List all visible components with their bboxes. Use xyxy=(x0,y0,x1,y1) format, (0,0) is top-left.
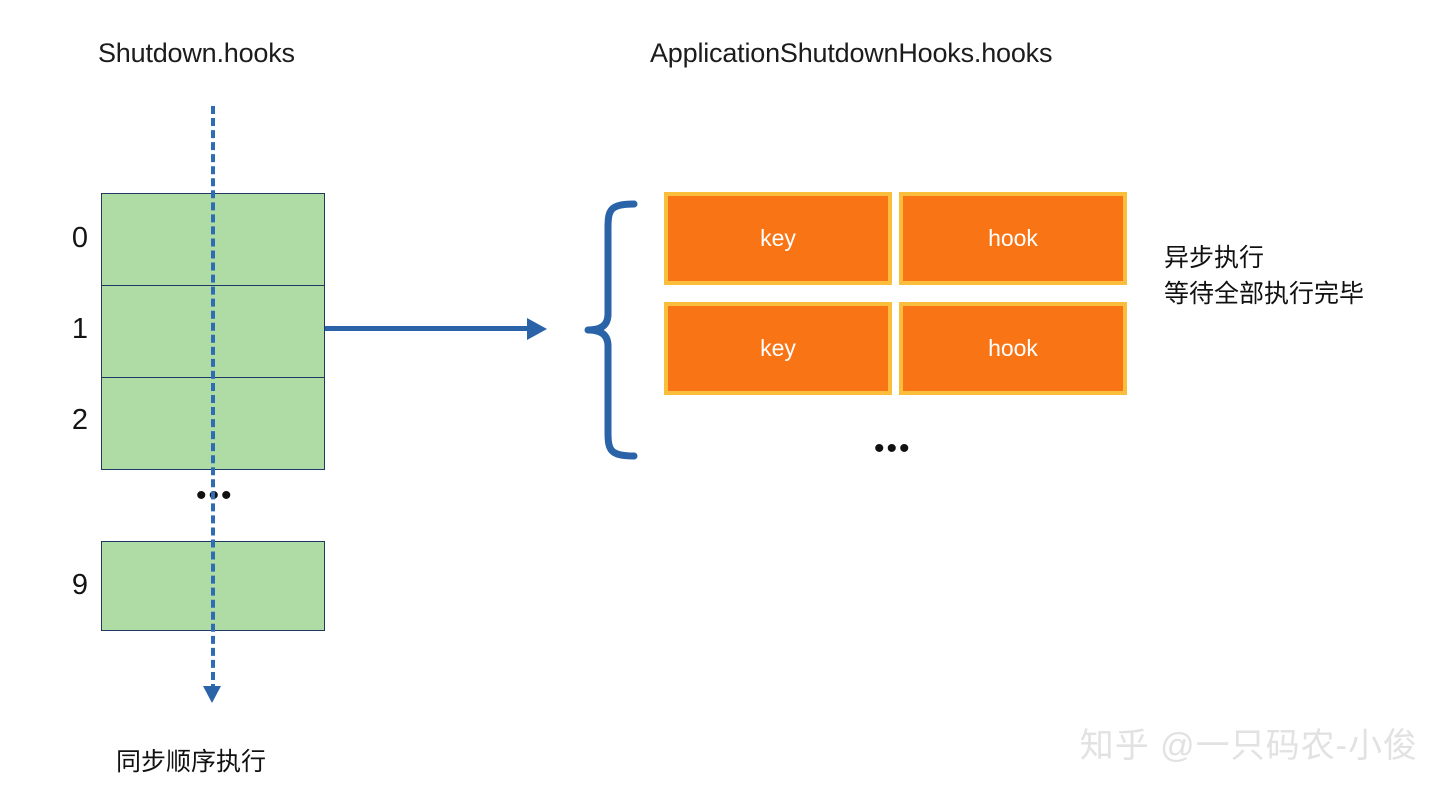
sequential-flow-arrow-icon xyxy=(203,686,221,703)
map-cell-key-row-0: key xyxy=(664,192,892,285)
connector-arrow-icon xyxy=(527,318,547,340)
slot-index-label-1: 1 xyxy=(71,313,89,345)
slot-index-label-2: 2 xyxy=(71,404,89,436)
page-title-shutdown-hooks: Shutdown.hooks xyxy=(98,38,295,68)
slot-index-label-0: 0 xyxy=(71,222,89,254)
map-cell-hook-row-1: hook xyxy=(899,302,1127,395)
async-execution-note: 异步执行 等待全部执行完毕 xyxy=(1164,240,1364,312)
sync-execution-note: 同步顺序执行 xyxy=(116,748,267,776)
async-execution-note-line-2: 等待全部执行完毕 xyxy=(1164,280,1365,308)
async-execution-note-line-1: 异步执行 xyxy=(1164,244,1265,272)
connector-line xyxy=(325,326,529,331)
map-ellipsis-label: ••• xyxy=(874,432,912,465)
slot-index-label-9: 9 xyxy=(71,569,89,601)
map-cell-hook-row-0: hook xyxy=(899,192,1127,285)
map-cell-key-row-1: key xyxy=(664,302,892,395)
curly-brace-icon xyxy=(584,200,638,460)
watermark-label: 知乎 @一只码农-小俊 xyxy=(1079,727,1418,765)
sequential-flow-dashed-line xyxy=(211,106,215,692)
page-title-application-shutdown-hooks: ApplicationShutdownHooks.hooks xyxy=(650,38,1053,68)
